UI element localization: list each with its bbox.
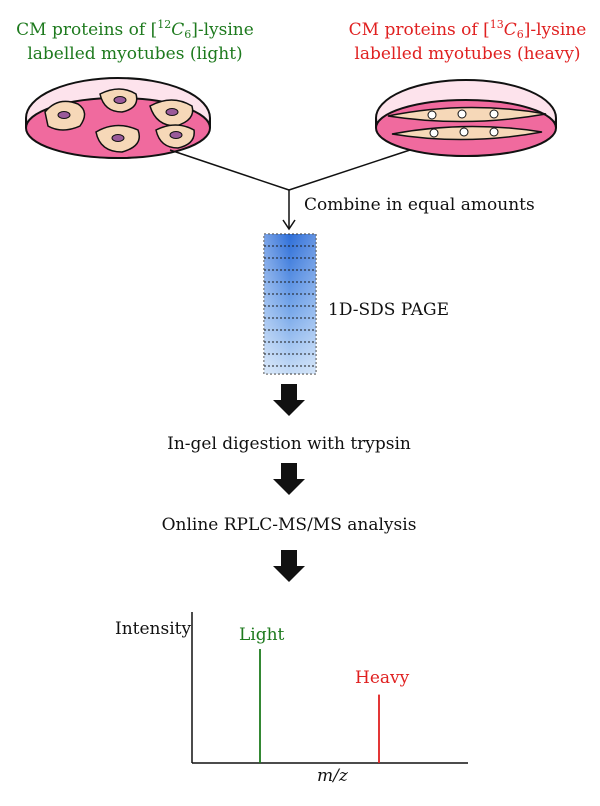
combine-arrow	[169, 149, 411, 231]
heavy-title: CM proteins of [13C6]-lysine labelled my…	[345, 18, 590, 66]
light-title: CM proteins of [12C6]-lysine labelled my…	[10, 18, 260, 66]
light-culture-dish	[25, 77, 211, 159]
light-cell	[95, 124, 140, 153]
analysis-step-label: Online RPLC-MS/MS analysis	[161, 515, 417, 535]
spectrum-axes	[191, 612, 468, 764]
gel-step-label: 1D-SDS PAGE	[328, 300, 449, 320]
combine-step-label: Combine in equal amounts	[304, 195, 535, 215]
sds-page-gel	[263, 233, 317, 375]
intensity-axis-label: Intensity	[115, 619, 192, 639]
mz-axis-label: m/z	[317, 766, 348, 786]
down-arrow-icon	[273, 463, 305, 495]
heavy-title-line1: CM proteins of [13C6]-lysine	[348, 18, 587, 41]
heavy-peak-label: Heavy	[355, 668, 410, 688]
down-arrow-icon	[273, 550, 305, 582]
heavy-myotube	[391, 125, 543, 141]
light-title-line1: CM proteins of [12C6]-lysine	[16, 18, 254, 41]
light-cell	[155, 124, 195, 149]
light-peak-label: Light	[239, 625, 285, 645]
heavy-culture-dish	[375, 79, 557, 157]
light-cell	[149, 99, 194, 127]
light-cell	[44, 100, 86, 131]
heavy-myotube	[387, 106, 547, 123]
down-arrow-icon	[273, 384, 305, 416]
digestion-step-label: In-gel digestion with trypsin	[167, 434, 411, 454]
heavy-title-line2: labelled myotubes (heavy)	[354, 44, 581, 64]
light-title-line2: labelled myotubes (light)	[27, 44, 243, 64]
light-cell	[99, 88, 138, 113]
